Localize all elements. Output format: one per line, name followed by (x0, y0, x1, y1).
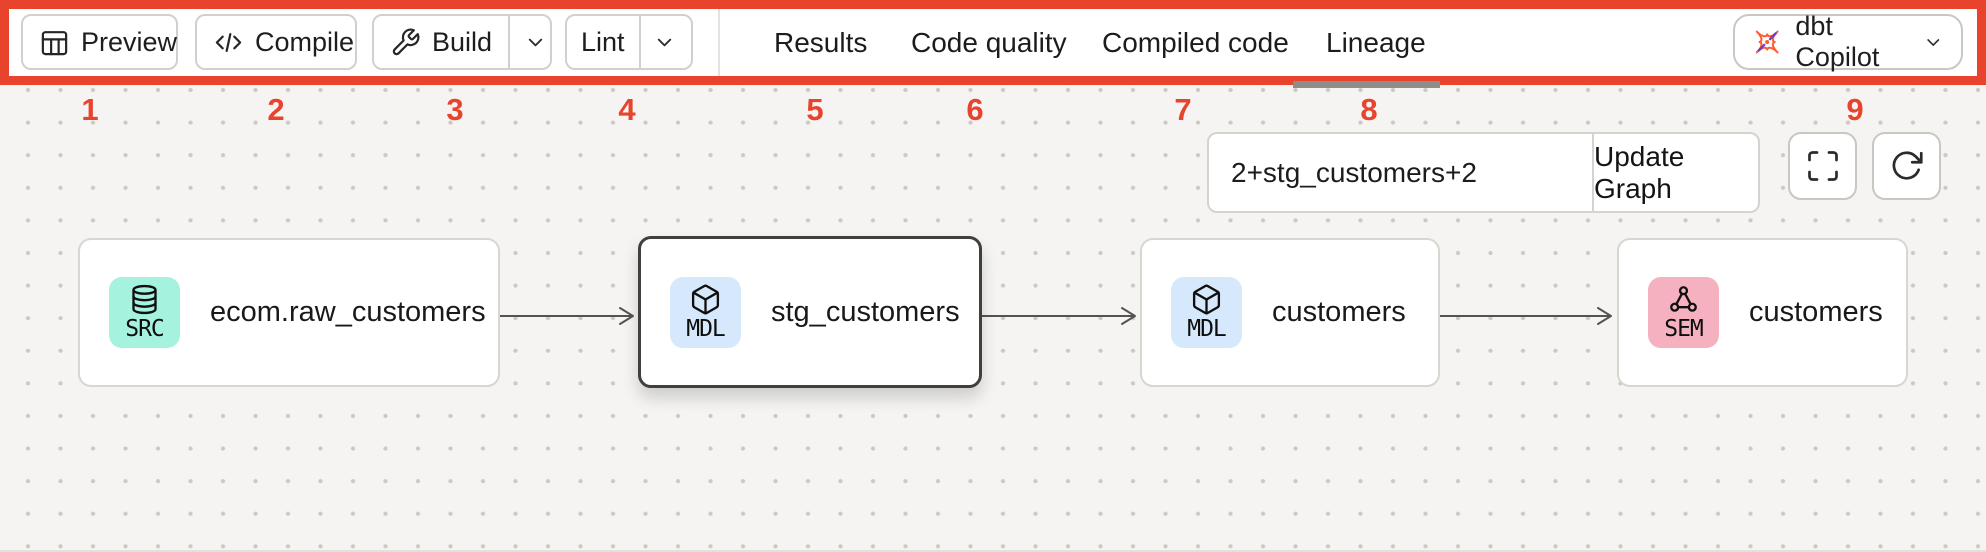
callout-number-4: 4 (618, 92, 636, 127)
refresh-icon (1892, 151, 1923, 180)
lineage-selector-input[interactable] (1209, 134, 1592, 211)
toolbar-section-divider (718, 9, 720, 76)
fullscreen-icon (1807, 151, 1838, 181)
tab-lineage[interactable]: Lineage (1326, 27, 1426, 58)
table-icon (41, 30, 68, 55)
wrench-icon (392, 28, 420, 55)
dbt-copilot-button[interactable]: dbt Copilot (1733, 11, 1963, 72)
active-tab-indicator (1293, 81, 1440, 88)
refresh-button[interactable] (1872, 132, 1941, 200)
lint-split-button: Lint (565, 14, 693, 70)
lint-button[interactable]: Lint (567, 16, 639, 68)
lint-dropdown-button[interactable] (638, 16, 688, 68)
tab-compiled-code[interactable]: Compiled code (1102, 27, 1289, 58)
database-icon (132, 285, 157, 315)
semantic-graph-icon (1670, 286, 1697, 313)
build-dropdown-button[interactable] (508, 16, 561, 68)
build-button-label: Build (432, 26, 493, 57)
callout-number-7: 7 (1174, 92, 1192, 127)
dbt-copilot-label: dbt Copilot (1795, 11, 1880, 72)
code-icon (215, 32, 242, 52)
compile-button[interactable]: Compile (195, 14, 357, 70)
node-title: ecom.raw_customers (210, 296, 486, 328)
badge-label: SRC (125, 316, 165, 343)
chevron-down-icon (1927, 38, 1940, 46)
preview-button[interactable]: Preview (21, 14, 178, 70)
lineage-node-customers-semantic[interactable]: SEM customers (1617, 238, 1908, 387)
lint-button-label: Lint (581, 26, 625, 57)
callout-number-5: 5 (806, 92, 824, 127)
badge-label: SEM (1664, 316, 1704, 343)
semantic-model-badge: SEM (1648, 277, 1719, 348)
cube-icon (691, 284, 720, 315)
callout-number-2: 2 (267, 92, 285, 127)
callout-number-3: 3 (446, 92, 464, 127)
callout-number-9: 9 (1846, 92, 1864, 127)
chevron-down-icon (528, 38, 543, 46)
bottom-border-line (0, 550, 1986, 552)
cube-icon (1192, 285, 1221, 315)
lineage-node-source[interactable]: SRC ecom.raw_customers (78, 238, 500, 387)
model-badge: MDL (670, 276, 741, 348)
callout-number-6: 6 (966, 92, 984, 127)
model-badge: MDL (1171, 277, 1242, 348)
compile-button-label: Compile (255, 26, 355, 57)
callout-number-1: 1 (81, 92, 99, 127)
node-title: customers (1272, 296, 1406, 328)
badge-label: MDL (686, 315, 726, 342)
badge-label: MDL (1187, 316, 1227, 343)
tab-results[interactable]: Results (774, 27, 868, 58)
chevron-down-icon (657, 38, 671, 46)
update-graph-button[interactable]: Update Graph (1592, 134, 1758, 211)
tab-code-quality[interactable]: Code quality (911, 27, 1067, 58)
build-split-button: Build (372, 14, 552, 70)
node-title: stg_customers (771, 295, 960, 328)
preview-button-label: Preview (81, 26, 178, 57)
callout-number-8: 8 (1360, 92, 1378, 127)
node-title: customers (1749, 296, 1883, 328)
lineage-node-stg-customers[interactable]: MDL stg_customers (638, 236, 982, 388)
lineage-node-customers-model[interactable]: MDL customers (1140, 238, 1440, 387)
dbt-logo-icon (1755, 30, 1779, 54)
lineage-selector-group: Update Graph (1207, 132, 1760, 213)
build-button[interactable]: Build (374, 16, 508, 68)
source-badge: SRC (109, 277, 180, 348)
fullscreen-button[interactable] (1788, 132, 1857, 200)
